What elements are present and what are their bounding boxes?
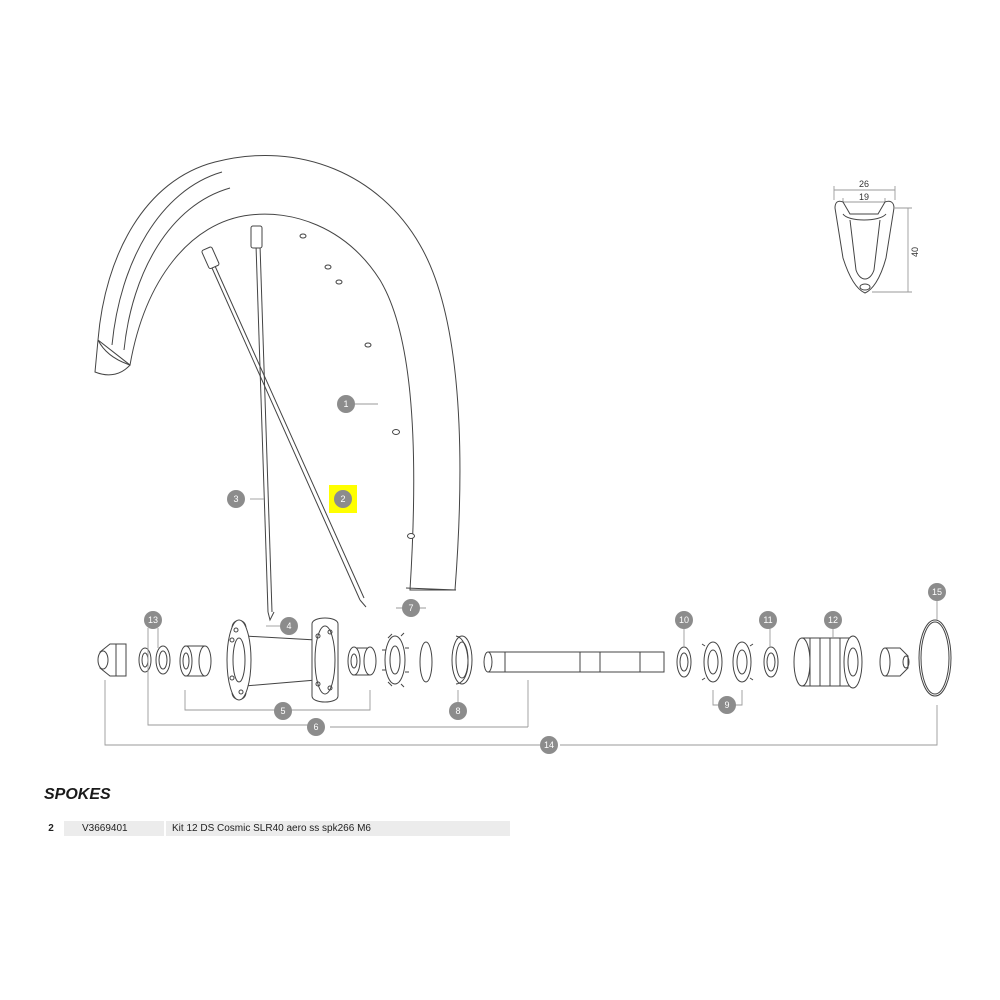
svg-text:14: 14 <box>544 740 554 750</box>
svg-text:6: 6 <box>313 722 318 732</box>
callout-badges: 1 2 3 4 5 6 7 8 <box>144 395 946 754</box>
part-description: Kit 12 DS Cosmic SLR40 aero ss spk266 M6 <box>166 821 510 836</box>
section-title: SPOKES <box>44 786 111 803</box>
callout-7[interactable]: 7 <box>402 599 420 617</box>
profile-outer-width: 26 <box>859 179 869 189</box>
callout-11[interactable]: 11 <box>759 611 777 629</box>
svg-text:15: 15 <box>932 587 942 597</box>
svg-text:1: 1 <box>343 399 348 409</box>
svg-text:3: 3 <box>233 494 238 504</box>
callout-14[interactable]: 14 <box>540 736 558 754</box>
rim <box>94 154 461 591</box>
svg-text:5: 5 <box>280 706 285 716</box>
callout-13[interactable]: 13 <box>144 611 162 629</box>
svg-text:2: 2 <box>340 494 345 504</box>
callout-1[interactable]: 1 <box>337 395 355 413</box>
rim-profile: 26 19 40 <box>833 179 920 294</box>
svg-text:10: 10 <box>679 615 689 625</box>
callout-2-highlighted[interactable]: 2 <box>329 485 357 513</box>
part-code: V3669401 <box>64 821 164 836</box>
callout-6[interactable]: 6 <box>307 718 325 736</box>
profile-height: 40 <box>910 247 920 257</box>
svg-text:13: 13 <box>148 615 158 625</box>
callout-8[interactable]: 8 <box>449 702 467 720</box>
svg-text:7: 7 <box>408 603 413 613</box>
svg-text:11: 11 <box>763 615 772 625</box>
svg-text:8: 8 <box>455 706 460 716</box>
hub-assembly <box>97 617 952 703</box>
callout-15[interactable]: 15 <box>928 583 946 601</box>
svg-text:9: 9 <box>724 700 729 710</box>
parts-table-row[interactable]: 2 V3669401 Kit 12 DS Cosmic SLR40 aero s… <box>40 821 510 836</box>
callout-4[interactable]: 4 <box>280 617 298 635</box>
svg-text:4: 4 <box>286 621 291 631</box>
part-ref: 2 <box>40 821 62 836</box>
svg-text:12: 12 <box>828 615 838 625</box>
profile-inner-width: 19 <box>859 192 869 202</box>
callout-3[interactable]: 3 <box>227 490 245 508</box>
callout-5[interactable]: 5 <box>274 702 292 720</box>
callout-10[interactable]: 10 <box>675 611 693 629</box>
callout-9[interactable]: 9 <box>718 696 736 714</box>
callout-12[interactable]: 12 <box>824 611 842 629</box>
leader-lines <box>104 403 938 746</box>
spoke-pair <box>201 225 367 622</box>
